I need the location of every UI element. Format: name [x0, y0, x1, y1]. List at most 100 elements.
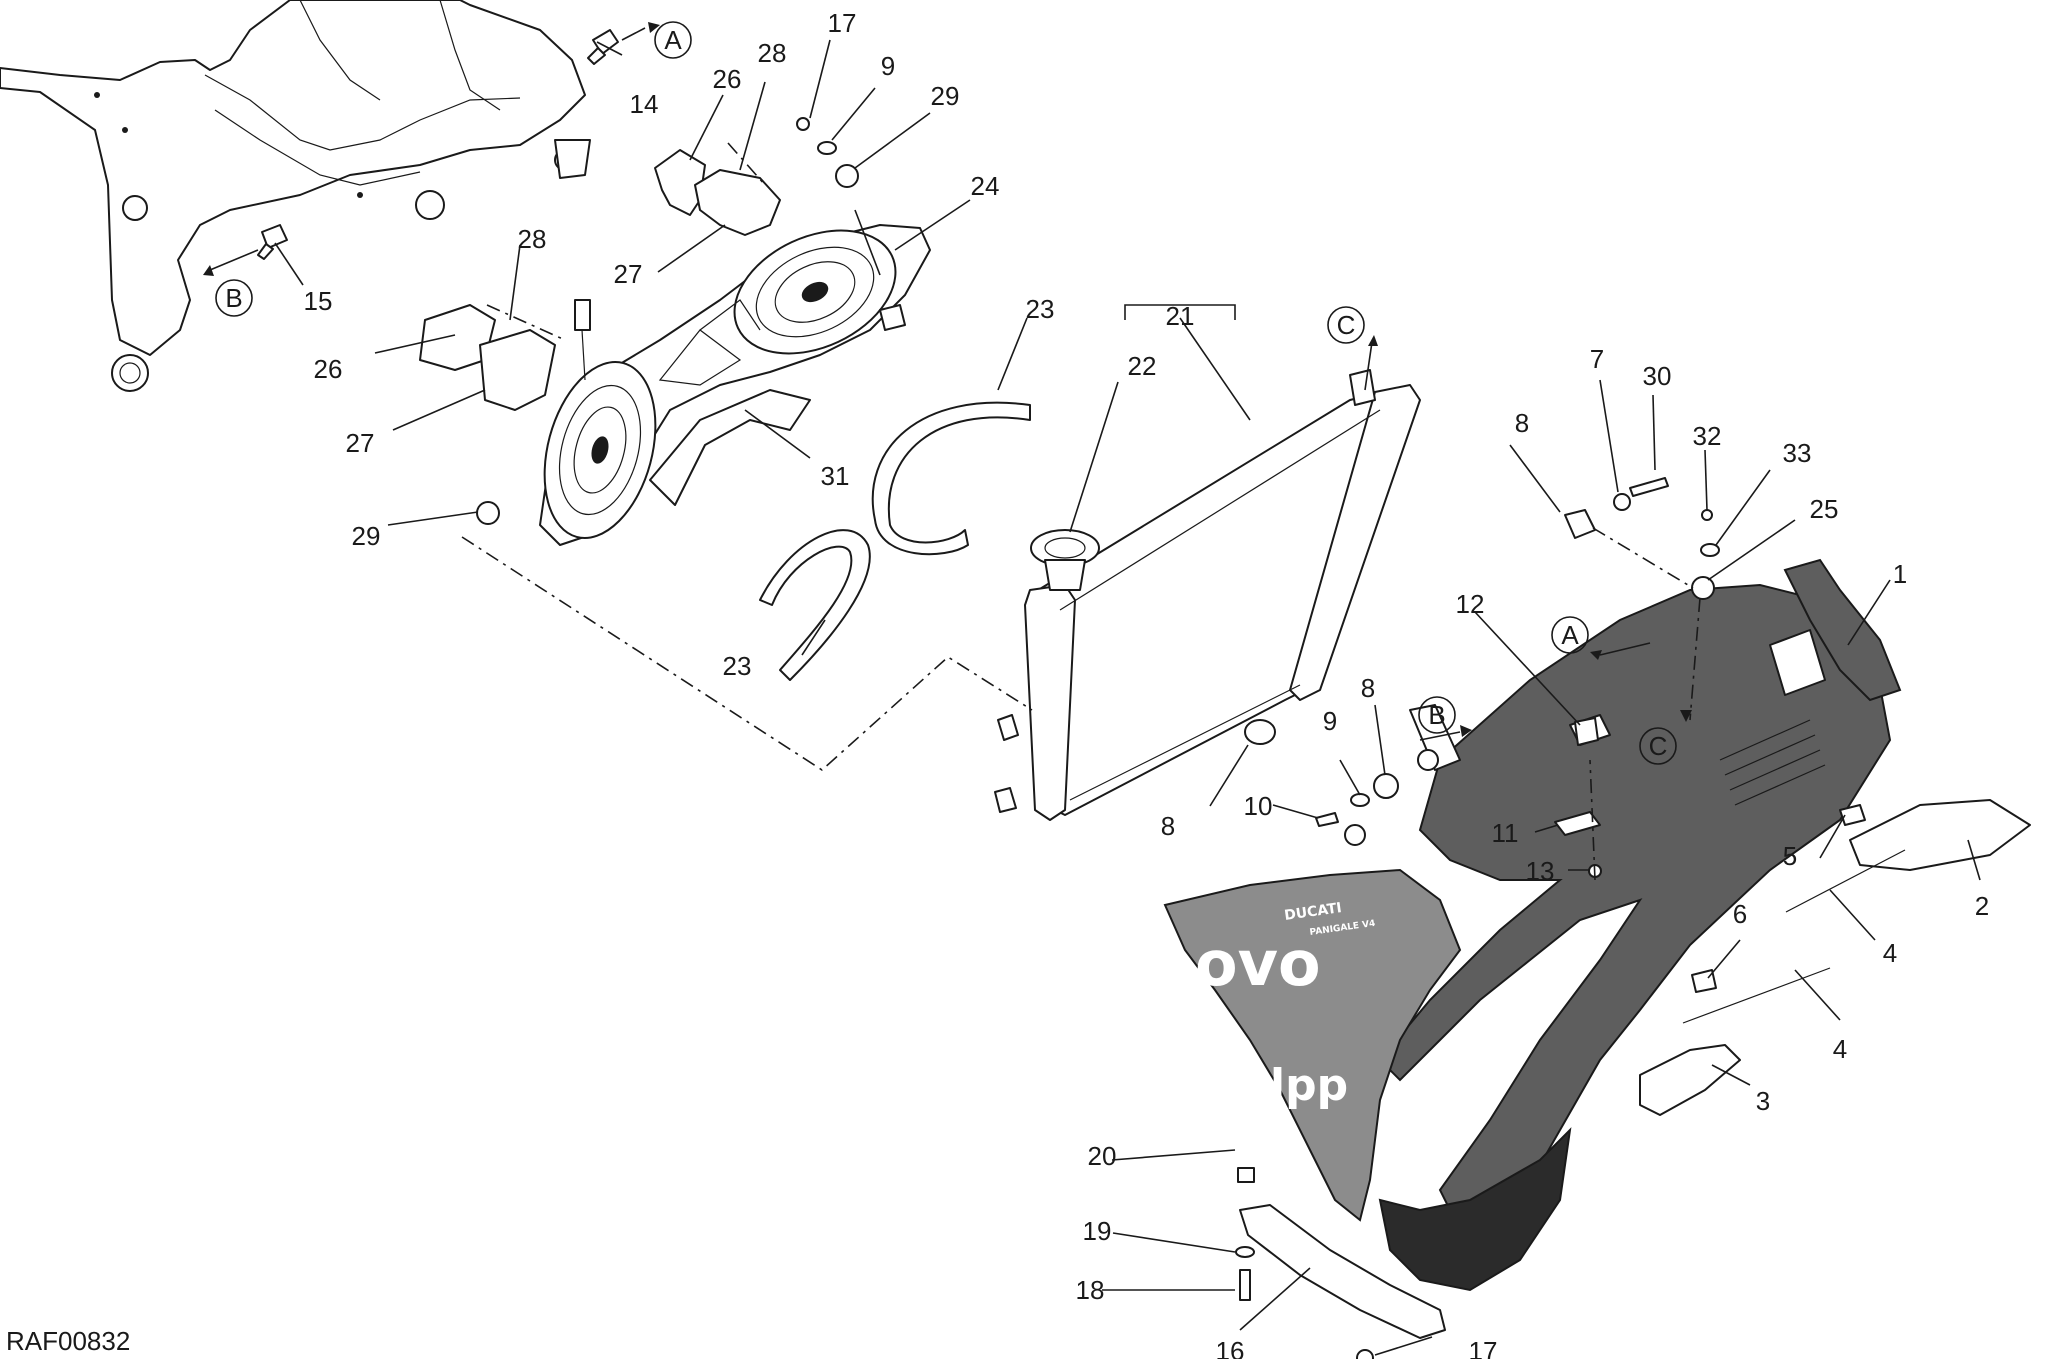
callout-2: 2 [1975, 891, 1989, 921]
ref-circle-b-left [215, 279, 253, 317]
heat-shield-26-upper [654, 149, 706, 216]
bolt-32 [1701, 509, 1713, 521]
leader-lines [274, 39, 1981, 1356]
callout-29-upper: 29 [931, 81, 960, 111]
callout-3: 3 [1756, 1086, 1770, 1116]
callout-33: 33 [1783, 438, 1812, 468]
callout-26-lower: 26 [314, 354, 343, 384]
clip-12 [1574, 717, 1599, 746]
callout-16: 16 [1216, 1336, 1245, 1359]
callout-9-mid: 9 [1323, 706, 1337, 736]
radiator-21 [994, 369, 1421, 821]
callout-numbers: 1 2 3 4 4 5 6 7 8 8 8 9 9 10 11 12 13 14… [304, 8, 1990, 1359]
callout-22: 22 [1128, 351, 1157, 381]
callout-27-lower: 27 [346, 428, 375, 458]
bolt-18 [1239, 1269, 1251, 1301]
callout-25: 25 [1810, 494, 1839, 524]
callout-26-upper: 26 [713, 64, 742, 94]
grommet-25 [1691, 576, 1715, 600]
bolt-20 [1237, 1167, 1255, 1183]
livery-side-panel: DUCATI PANIGALE V4 ovo lpp [1163, 868, 1462, 1222]
callout-21: 21 [1166, 301, 1195, 331]
callout-17-top: 17 [828, 8, 857, 38]
alignment-lines [461, 142, 1701, 881]
bolt-17-bottom [1356, 1349, 1374, 1359]
grommet-8-mid [1373, 773, 1399, 799]
ref-circle-a-top [654, 21, 692, 59]
ref-label-b-right: B [1428, 700, 1445, 730]
callout-30: 30 [1643, 361, 1672, 391]
callout-8-right: 8 [1515, 408, 1529, 438]
bolt-10 [1315, 812, 1339, 827]
bracket-11 [1554, 811, 1601, 836]
callout-20: 20 [1088, 1141, 1117, 1171]
bolt-17-top [796, 117, 810, 131]
hose-23-upper [871, 401, 1031, 556]
ref-circle-c-right [1639, 727, 1677, 765]
heat-shield-27-lower [479, 329, 556, 411]
reference-markers: A A B B C C [203, 21, 1692, 765]
callout-29-lower: 29 [352, 521, 381, 551]
grommet-8-right [1564, 509, 1596, 539]
callout-14: 14 [630, 89, 659, 119]
washer-9-mid [1350, 793, 1370, 807]
callout-23-lower: 23 [723, 651, 752, 681]
callout-19: 19 [1083, 1216, 1112, 1246]
livery-sponsor-2-text: lpp [1270, 1060, 1348, 1111]
callout-27-upper: 27 [614, 259, 643, 289]
callout-4-lower: 4 [1833, 1034, 1847, 1064]
callout-17-bottom: 17 [1469, 1336, 1498, 1359]
main-frame [0, 0, 591, 392]
grommet-29-lower [476, 501, 500, 525]
ref-label-c-top: C [1337, 310, 1356, 340]
washer-19 [1235, 1246, 1255, 1258]
ref-label-a-right: A [1561, 620, 1579, 650]
figure-code: RAF00832 [6, 1326, 130, 1356]
ref-label-a-top: A [664, 25, 682, 55]
seal-31 [649, 389, 811, 506]
livery-brand-text: DUCATI [1283, 900, 1342, 924]
callout-7: 7 [1590, 344, 1604, 374]
callout-11: 11 [1492, 818, 1519, 848]
rod-4-lower [1682, 967, 1831, 1024]
callout-15: 15 [304, 286, 333, 316]
bolt-30 [1629, 477, 1669, 497]
washer-33 [1700, 543, 1720, 557]
callout-28-upper: 28 [758, 38, 787, 68]
callout-28-lower: 28 [518, 224, 547, 254]
hose-23-lower [759, 529, 871, 681]
ref-label-b-left: B [225, 283, 242, 313]
callout-9-top: 9 [881, 51, 895, 81]
grommet-8-radiator [1244, 719, 1276, 745]
callout-6: 6 [1733, 899, 1747, 929]
washer-9-top [817, 141, 837, 155]
callout-8-radiator: 8 [1161, 811, 1175, 841]
ref-label-c-right: C [1649, 731, 1668, 761]
callout-13: 13 [1526, 856, 1555, 886]
callout-12: 12 [1456, 589, 1485, 619]
callout-18: 18 [1076, 1275, 1105, 1305]
callout-24: 24 [971, 171, 1000, 201]
rod-4-upper [1785, 849, 1906, 913]
cover-3 [1639, 1044, 1741, 1116]
fan-shroud-assembly [539, 224, 931, 546]
callout-23-upper: 23 [1026, 294, 1055, 324]
bolt-15 [257, 224, 288, 260]
clip-5 [1839, 804, 1866, 826]
ref-circle-b-right [1418, 696, 1456, 734]
ref-circle-c-top [1327, 306, 1365, 344]
callout-31: 31 [821, 461, 850, 491]
washer-7 [1613, 493, 1631, 511]
callout-32: 32 [1693, 421, 1722, 451]
callout-1: 1 [1893, 559, 1907, 589]
bracket-16 [1239, 1204, 1446, 1339]
cover-2 [1849, 799, 2031, 871]
bolt-14 [587, 29, 619, 65]
callout-10: 10 [1244, 791, 1273, 821]
callout-4-upper: 4 [1883, 938, 1897, 968]
livery-sponsor-1-text: ovo [1195, 927, 1321, 1000]
callout-8-mid: 8 [1361, 673, 1375, 703]
grommet-29-upper [835, 164, 859, 188]
ref-circle-a-right [1551, 616, 1589, 654]
